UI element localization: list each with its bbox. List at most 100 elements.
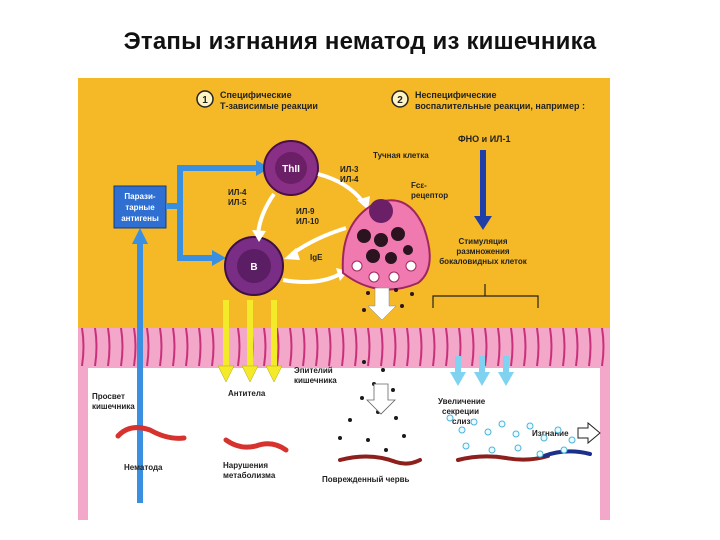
mucus-bead — [446, 414, 454, 422]
white-arrow-il34 — [317, 172, 365, 204]
th2-nucleus — [275, 152, 307, 184]
il34-line1: ИЛ-3 — [340, 165, 359, 174]
expelled-worm — [456, 454, 550, 462]
expulsion-label: Изгнание — [532, 429, 569, 438]
white-arrow-mediators — [367, 287, 397, 321]
mast-cell-nucleus — [369, 199, 393, 223]
section-one-line2: Т-зависимые реакции — [220, 101, 318, 111]
b-cell-label: B — [250, 262, 257, 273]
villus-line — [94, 327, 98, 367]
lumen-right-strip — [600, 368, 610, 520]
villus-line — [198, 327, 202, 367]
villus-line — [263, 327, 267, 367]
section-two-line2: воспалительные реакции, например : — [415, 101, 585, 111]
nematode-worm — [115, 425, 187, 441]
blue-arrow-to-th2 — [166, 165, 256, 209]
stim-line2: размножения — [456, 247, 510, 256]
yellow-antibody-arrows — [217, 300, 283, 383]
villus-line — [536, 327, 540, 367]
mucus-beads — [446, 414, 576, 458]
villus-line — [328, 327, 332, 367]
nematode-expulsion-diagram: 1 Специфические Т-зависимые реакции 2 Не… — [78, 78, 610, 520]
villus-line — [549, 327, 553, 367]
villus-line — [302, 327, 306, 367]
metabolism-worm — [223, 437, 289, 453]
ige-receptors — [351, 260, 417, 283]
parasite-antigen-line2: тарные — [125, 203, 155, 212]
stim-line1: Стимуляция — [458, 237, 507, 246]
mucus-bead — [536, 450, 544, 458]
goblet-bracket — [432, 284, 539, 308]
mucus-bead — [458, 426, 466, 434]
section-one-badge — [196, 90, 214, 108]
lumen-left-strip — [78, 368, 88, 520]
villus-line — [523, 327, 527, 367]
metab-line2: метаболизма — [223, 471, 276, 480]
nematode-label: Нематода — [124, 463, 163, 472]
villus-line — [237, 327, 241, 367]
ige-label: IgE — [310, 253, 323, 262]
section-one-line1: Специфические — [220, 90, 292, 100]
villus-line — [81, 327, 85, 367]
damaged-worm — [338, 454, 422, 466]
fce-line1: Fcε- — [411, 181, 427, 190]
mucus-line2: секреции — [442, 407, 479, 416]
tnf-label: ФНО и ИЛ-1 — [458, 134, 511, 144]
parasite-antigen-line1: Парази- — [124, 192, 156, 201]
villus-line — [276, 327, 280, 367]
villus-line — [393, 327, 397, 367]
villus-line — [120, 327, 124, 367]
dark-blue-arrowhead-tnf — [474, 216, 492, 230]
mucus-bead — [526, 422, 534, 430]
blue-arrowhead-to-b-cell — [212, 250, 226, 266]
villus-line — [315, 327, 319, 367]
villus-line — [419, 327, 423, 367]
section-two-line1: Неспецифические — [415, 90, 496, 100]
villus-line — [159, 327, 163, 367]
lumen-background — [78, 368, 610, 520]
antibodies-label: Антитела — [228, 389, 266, 398]
villus-line — [185, 327, 189, 367]
mucus-bead — [560, 446, 568, 454]
mucus-line1: Увеличение — [438, 397, 486, 406]
mucus-line3: слизи — [452, 417, 475, 426]
villus-line — [367, 327, 371, 367]
epithelium-villi — [81, 327, 605, 367]
il34-line2: ИЛ-4 — [340, 175, 359, 184]
villus-line — [510, 327, 514, 367]
villus-line — [471, 327, 475, 367]
villus-line — [211, 327, 215, 367]
mucus-bead — [498, 420, 506, 428]
section-one-number: 1 — [202, 95, 208, 106]
villus-line — [380, 327, 384, 367]
epithelium-line2: кишечника — [294, 376, 337, 385]
villus-line — [575, 327, 579, 367]
villus-line — [133, 327, 137, 367]
slide-title: Этапы изгнания нематод из кишечника — [123, 28, 597, 55]
mast-cell-label: Тучная клетка — [373, 151, 429, 160]
parasite-antigen-line3: антигены — [121, 214, 159, 223]
blue-arrowhead-from-lumen — [132, 228, 148, 244]
villus-line — [406, 327, 410, 367]
mucus-bead — [484, 428, 492, 436]
villus-line — [341, 327, 345, 367]
mucus-bead — [488, 446, 496, 454]
villus-line — [172, 327, 176, 367]
mucus-bead — [462, 442, 470, 450]
lumen-line2: кишечника — [92, 402, 135, 411]
section-two-badge — [391, 90, 409, 108]
fce-line2: рецептор — [411, 191, 448, 200]
white-arrow-lumen — [366, 383, 396, 415]
parasite-antigen-box — [113, 185, 167, 229]
villus-line — [588, 327, 592, 367]
villus-line — [289, 327, 293, 367]
mucus-bead — [554, 426, 562, 434]
section-two-number: 2 — [397, 95, 403, 106]
white-arrowhead-il34 — [357, 196, 370, 210]
th2-label: ThII — [282, 164, 300, 175]
damage-particles — [338, 360, 406, 452]
villus-line — [107, 327, 111, 367]
mucus-bead — [568, 436, 576, 444]
mucus-bead — [514, 444, 522, 452]
il910-line2: ИЛ-10 — [296, 217, 319, 226]
